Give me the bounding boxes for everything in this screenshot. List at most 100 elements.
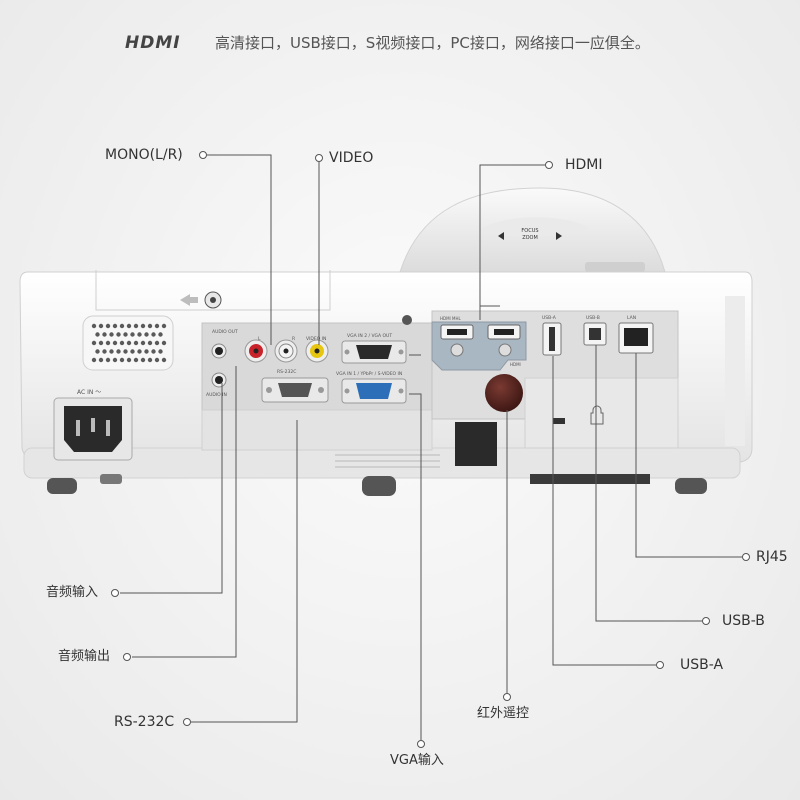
callout-vga-in: VGA输入 bbox=[390, 753, 444, 768]
grille-dot bbox=[140, 323, 146, 329]
focus-label: FOCUS bbox=[521, 228, 538, 234]
grille-dot bbox=[112, 340, 118, 346]
callout-audio-out: 音频输出 bbox=[58, 649, 111, 664]
grille-dot bbox=[91, 340, 97, 346]
usb-b-panel-label: USB-B bbox=[586, 315, 600, 321]
io-panel-left: AUDIO OUT AUDIO IN L R VIDEO IN VGA IN 2… bbox=[201, 322, 433, 451]
grille-dot bbox=[133, 323, 139, 329]
grille-dot bbox=[130, 349, 135, 354]
grille-dot bbox=[144, 349, 149, 354]
grille-dot bbox=[154, 340, 160, 346]
grille-dot bbox=[98, 340, 104, 346]
rs232c-panel-label: RS-232C bbox=[277, 369, 296, 375]
focus-left-arrow-icon bbox=[498, 232, 504, 240]
rj45-port bbox=[624, 328, 648, 346]
callout-mono: MONO(L/R) bbox=[105, 147, 183, 163]
grille-dot bbox=[144, 332, 149, 337]
leader-endpoints bbox=[111, 151, 750, 748]
grille-dot bbox=[95, 332, 100, 337]
grille-dot bbox=[133, 340, 139, 346]
grille-dot bbox=[91, 323, 97, 329]
grille-dot bbox=[105, 340, 111, 346]
usb-b-leader bbox=[595, 345, 702, 622]
grille-dot bbox=[109, 349, 114, 354]
callout-usb-b: USB-B bbox=[722, 613, 765, 629]
hdmi-panel-label: HDMI bbox=[510, 362, 521, 367]
grille-dot bbox=[112, 323, 118, 329]
grille-dot bbox=[98, 323, 104, 329]
grille-dot bbox=[140, 357, 146, 363]
vga-in2-label: VGA IN 2 / VGA OUT bbox=[347, 333, 392, 339]
grille-dot bbox=[102, 349, 107, 354]
audio-out-jack bbox=[215, 347, 223, 355]
lan-panel-label: LAN bbox=[627, 315, 636, 321]
hdmi-leader bbox=[479, 164, 545, 307]
audio-out-leader bbox=[132, 366, 237, 658]
zoom-label: ZOOM bbox=[522, 235, 538, 241]
callout-audio-in: 音频输入 bbox=[46, 585, 99, 600]
usb-a-port bbox=[549, 327, 555, 351]
grille-dot bbox=[119, 357, 125, 363]
grille-dot bbox=[147, 340, 153, 346]
mono-leader bbox=[207, 154, 272, 345]
callout-video: VIDEO bbox=[329, 150, 374, 166]
grille-dot bbox=[105, 323, 111, 329]
video-in-label: VIDEO IN bbox=[306, 336, 326, 342]
usb-a-leader bbox=[552, 356, 656, 666]
header-text: 高清接口，USB接口，S视频接口，PC接口，网络接口一应俱全。 bbox=[215, 33, 650, 52]
hdmi-port bbox=[494, 329, 514, 335]
focus-right-arrow-icon bbox=[556, 232, 562, 240]
rca-yellow-jack bbox=[314, 348, 320, 354]
grille-dot bbox=[123, 349, 128, 354]
grille-dot bbox=[154, 357, 160, 363]
leader-lines bbox=[120, 154, 742, 740]
lens-dome: FOCUS ZOOM bbox=[399, 187, 666, 273]
kensington-slot bbox=[553, 418, 565, 424]
grille-dot bbox=[109, 332, 114, 337]
audio-in-jack bbox=[215, 376, 223, 384]
ac-in-port: AC IN 〜 bbox=[53, 389, 133, 461]
grille-dot bbox=[116, 332, 121, 337]
grille-dot bbox=[98, 357, 104, 363]
grille-dot bbox=[130, 332, 135, 337]
rca-white-jack bbox=[283, 348, 289, 354]
grille-dot bbox=[147, 357, 153, 363]
callout-rj45: RJ45 bbox=[756, 549, 788, 565]
grille-dot bbox=[102, 332, 107, 337]
callout-rs232c: RS-232C bbox=[114, 714, 175, 730]
audio-in-leader bbox=[120, 383, 223, 594]
lock-icon bbox=[590, 405, 604, 425]
callout-hdmi: HDMI bbox=[565, 157, 603, 173]
hdmi-mhl-port bbox=[447, 329, 467, 335]
svg-text:HDMI: HDMI bbox=[125, 33, 181, 51]
usb-b-port bbox=[589, 328, 601, 340]
grille-dot bbox=[147, 323, 153, 329]
vga-out-port bbox=[356, 345, 392, 359]
hdmi-logo: HDMI bbox=[125, 33, 181, 51]
grille-dot bbox=[126, 340, 132, 346]
header: HDMI 高清接口，USB接口，S视频接口，PC接口，网络接口一应俱全。 bbox=[125, 30, 650, 54]
grille-dot bbox=[126, 323, 132, 329]
grille-dot bbox=[112, 357, 118, 363]
grille-dot bbox=[158, 332, 163, 337]
r-label: R bbox=[292, 336, 295, 342]
eject-arrow-icon bbox=[180, 294, 198, 306]
ir-receiver bbox=[485, 374, 523, 412]
grille-dot bbox=[140, 340, 146, 346]
vga-leader bbox=[409, 393, 422, 740]
grille-dot bbox=[161, 340, 167, 346]
indicator-button bbox=[210, 297, 216, 303]
grille-dot bbox=[151, 332, 156, 337]
usb-a-panel-label: USB-A bbox=[542, 315, 557, 321]
speaker-grille bbox=[82, 315, 174, 371]
grille-dot bbox=[95, 349, 100, 354]
vga-in1-label: VGA IN 1 / YPbPr / S-VIDEO IN bbox=[336, 371, 402, 377]
grille-dot bbox=[161, 323, 167, 329]
grille-dot bbox=[154, 323, 160, 329]
grille-dot bbox=[161, 357, 167, 363]
l-label: L bbox=[258, 336, 261, 342]
rca-red-jack bbox=[253, 348, 259, 354]
ac-in-label: AC IN 〜 bbox=[77, 389, 101, 396]
rs232c-port bbox=[278, 383, 312, 397]
